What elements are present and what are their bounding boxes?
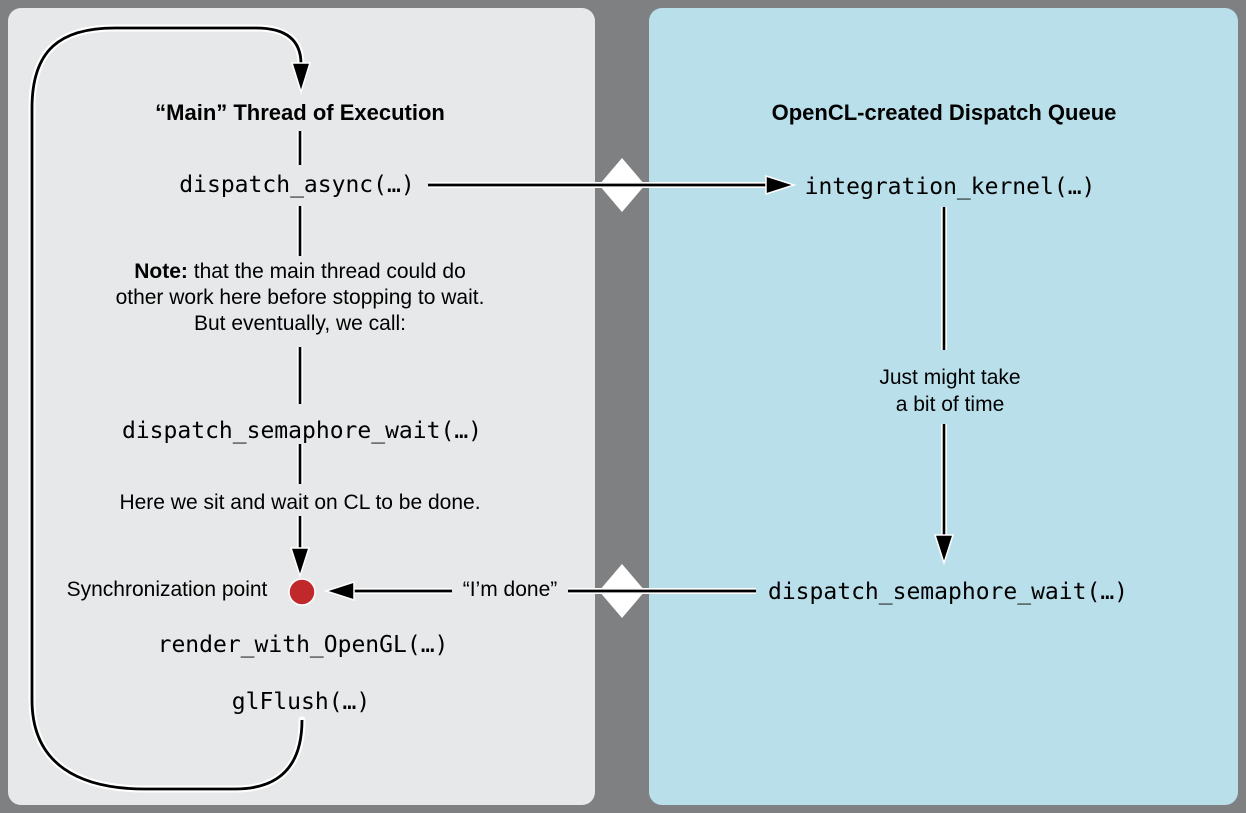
integration-kernel-call: integration_kernel(…): [804, 174, 1096, 200]
wait-caption: Here we sit and wait on CL to be done.: [119, 491, 481, 514]
note-bold-prefix: Note:: [134, 260, 188, 283]
note-line-2: other work here before stopping to wait.: [115, 286, 485, 309]
im-done-label: “I’m done”: [462, 578, 558, 601]
duration-caption-line-1: Just might take: [879, 366, 1021, 389]
dispatch-queue-panel: [649, 8, 1238, 805]
sync-point-label: Synchronization point: [66, 578, 268, 601]
dispatch-semaphore-wait-call-main: dispatch_semaphore_wait(…): [121, 418, 483, 444]
note-line-1-rest: that the main thread could do: [187, 260, 466, 283]
main-thread-panel: [8, 8, 595, 805]
main-thread-title: “Main” Thread of Execution: [155, 100, 445, 125]
duration-caption-line-2: a bit of time: [895, 393, 1005, 416]
note-line-1: Note: that the main thread could do: [116, 259, 485, 285]
render-with-opengl-call: render_with_OpenGL(…): [157, 632, 449, 658]
dispatch-async-call: dispatch_async(…): [179, 172, 415, 198]
dispatch-queue-title: OpenCL-created Dispatch Queue: [771, 100, 1117, 125]
glflush-call: glFlush(…): [231, 689, 371, 715]
dispatch-semaphore-wait-call-queue: dispatch_semaphore_wait(…): [767, 579, 1129, 605]
handoff-diamond-bottom: [599, 564, 645, 618]
duration-caption: Just might take a bit of time: [879, 364, 1020, 418]
handoff-diamond-top: [599, 158, 645, 212]
note-text: Note: that the main thread could do othe…: [116, 259, 485, 337]
note-line-3: But eventually, we call:: [193, 312, 407, 335]
